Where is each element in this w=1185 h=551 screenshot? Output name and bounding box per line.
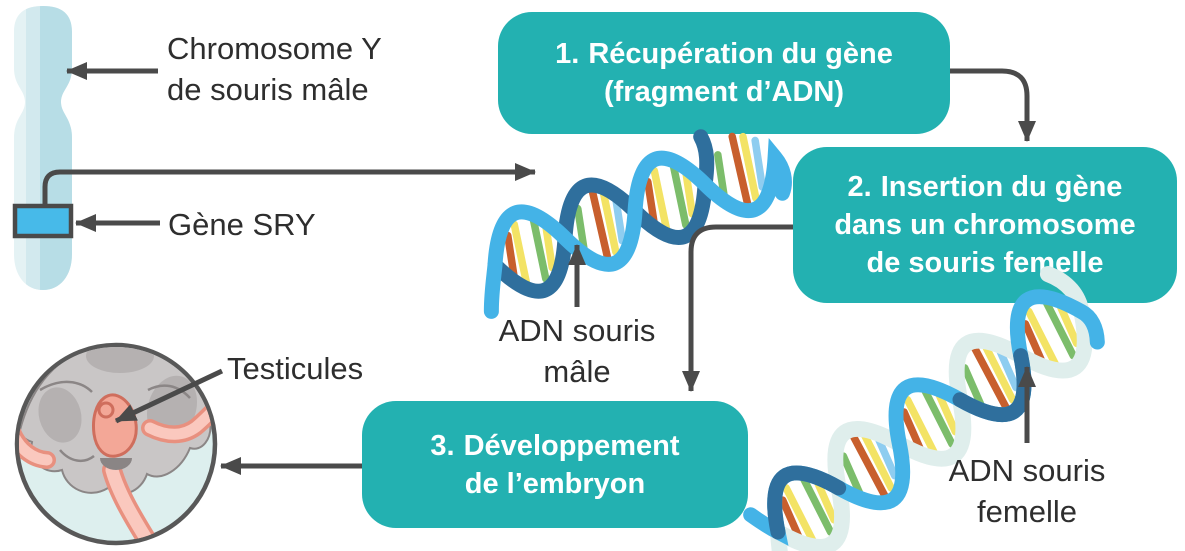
chromosome-y-icon — [14, 6, 72, 290]
step-3-text: 3.Développement de l’embryon — [430, 427, 679, 503]
step-2-label: Insertion du gène dans un chromosome de … — [834, 171, 1136, 279]
dna-male-icon — [483, 114, 792, 319]
adn-male-label: ADN souris mâle — [498, 313, 656, 389]
embryo-icon — [14, 342, 218, 546]
arrow-step2-to-step3 — [682, 224, 793, 392]
step-2-text: 2.Insertion du gène dans un chromosome d… — [834, 168, 1135, 282]
arrow-step1-to-step2 — [950, 68, 1036, 142]
chromosome-label: Chromosome Y de souris mâle — [167, 31, 382, 107]
arrow-gene-to-dna — [42, 163, 536, 206]
step-2-number: 2. — [847, 171, 872, 203]
step-1-text: 1.Récupération du gène (fragment d’ADN) — [555, 35, 893, 111]
testicle-blob — [92, 393, 138, 458]
arrow-testicules — [114, 368, 224, 424]
adn-female-label: ADN souris femelle — [948, 453, 1106, 529]
step-3-label: Développement de l’embryon — [463, 429, 680, 500]
step-2-box: 2.Insertion du gène dans un chromosome d… — [793, 147, 1177, 303]
step-3-number: 3. — [430, 429, 455, 462]
sry-gene-marker — [12, 203, 74, 239]
step-1-number: 1. — [555, 38, 580, 70]
step-1-box: 1.Récupération du gène (fragment d’ADN) — [498, 12, 950, 134]
step-3-box: 3.Développement de l’embryon — [362, 401, 748, 528]
testicules-label: Testicules — [227, 351, 364, 386]
step-1-label: Récupération du gène (fragment d’ADN) — [588, 38, 893, 108]
gene-sry-label: Gène SRY — [168, 207, 316, 242]
